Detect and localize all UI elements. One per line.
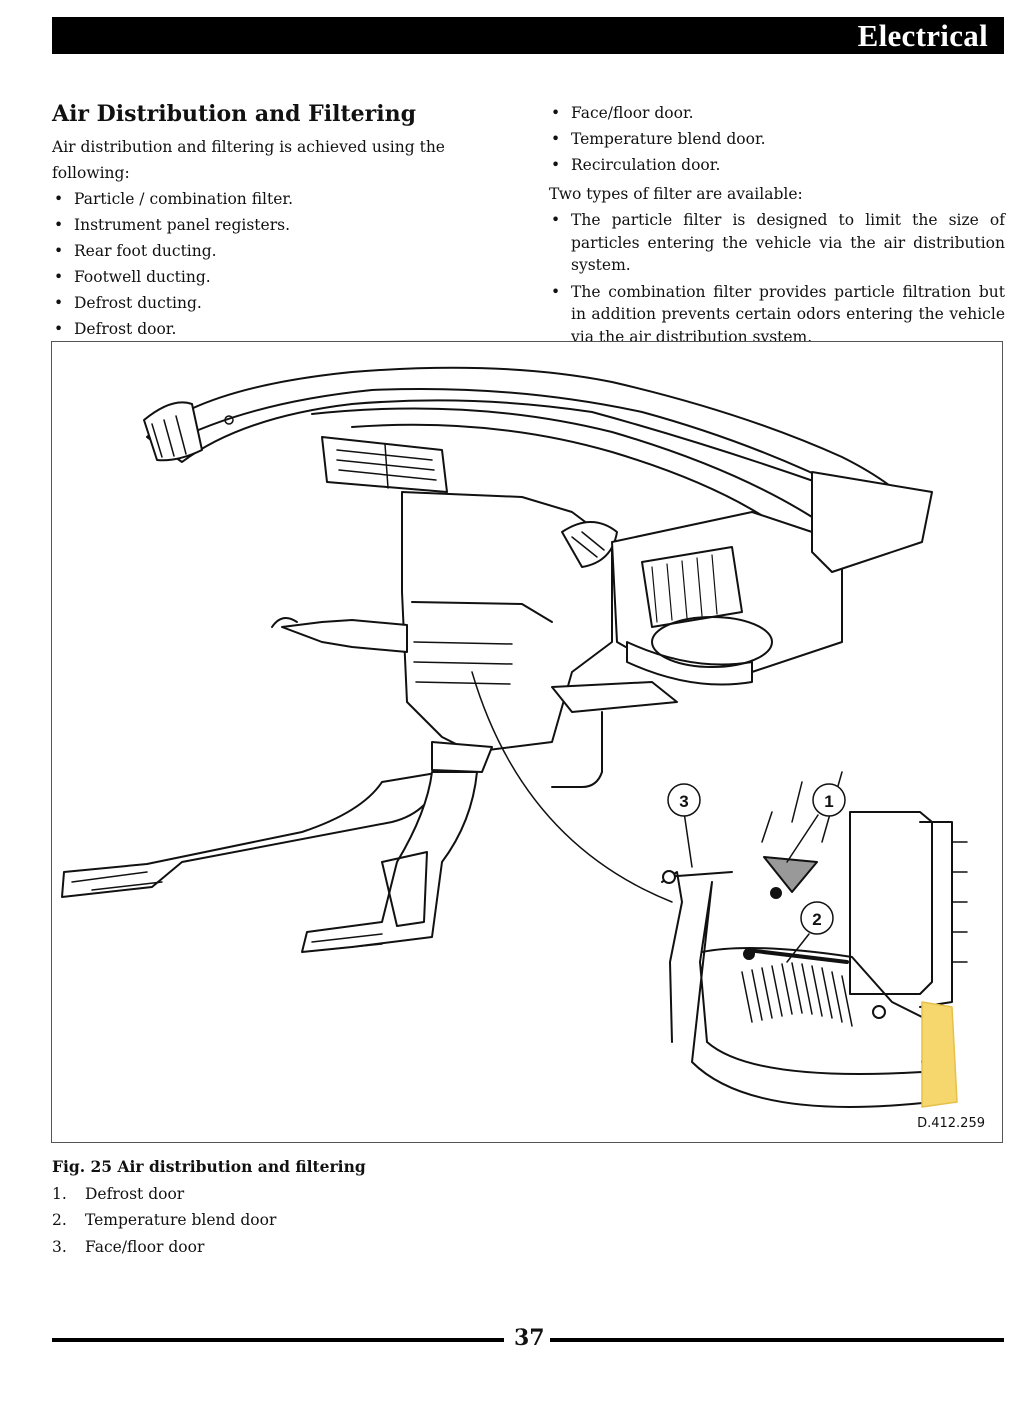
legend-item: 2. Temperature blend door — [52, 1207, 366, 1234]
callout-3-leader — [683, 811, 693, 868]
highlight-mark — [921, 1001, 958, 1108]
header-bar: Electrical — [52, 17, 1004, 54]
legend-label: Defrost door — [85, 1184, 185, 1203]
list-item: Footwell ducting. — [52, 264, 522, 290]
figure-reference: D.412.259 — [917, 1116, 985, 1131]
callout-1-leader — [786, 814, 819, 863]
right-column: Face/floor door. Temperature blend door.… — [549, 100, 1005, 352]
hvac-illustration: 3 1 2 — [61, 366, 968, 1108]
list-item: Rear foot ducting. — [52, 238, 522, 264]
panel-right-end — [811, 471, 933, 573]
list-item: Particle / combination filter. — [52, 186, 522, 212]
figure-caption: Fig. 25 Air distribution and filtering 1… — [52, 1154, 366, 1260]
legend-number: 1. — [52, 1184, 67, 1203]
chapter-title: Electrical — [857, 18, 988, 53]
footwell-ducting — [61, 741, 493, 953]
legend-item: 3. Face/floor door — [52, 1234, 366, 1261]
callout-2: 2 — [800, 901, 834, 935]
component-list-continued: Face/floor door. Temperature blend door.… — [549, 100, 1005, 178]
side-pipe — [271, 617, 678, 788]
list-item: The particle filter is designed to limit… — [549, 209, 1005, 277]
legend-number: 3. — [52, 1237, 67, 1256]
page-number: 37 — [514, 1325, 545, 1351]
legend-label: Temperature blend door — [85, 1211, 277, 1229]
caption-title: Fig. 25 Air distribution and filtering — [52, 1157, 366, 1176]
hvac-housing — [401, 491, 618, 753]
footer-rule-right — [550, 1338, 1004, 1342]
callout-label: 3 — [679, 792, 688, 811]
door-detail — [661, 771, 968, 1108]
list-item: The combination filter provides particle… — [549, 281, 1005, 349]
list-item: Recirculation door. — [549, 152, 1005, 178]
legend-number: 2. — [52, 1211, 67, 1229]
blower-assembly — [611, 511, 843, 686]
callout-2-leader — [786, 933, 810, 963]
list-item: Face/floor door. — [549, 100, 1005, 126]
list-item: Defrost door. — [52, 316, 522, 342]
footer-rule-left — [52, 1338, 504, 1342]
callout-label: 2 — [812, 910, 821, 929]
centre-register — [321, 436, 448, 493]
callout-3: 3 — [667, 783, 701, 817]
page-footer: 37 — [52, 1325, 1004, 1355]
list-item: Instrument panel registers. — [52, 212, 522, 238]
component-list: Particle / combination filter. Instrumen… — [52, 186, 522, 342]
section-title: Air Distribution and Filtering — [52, 101, 416, 127]
list-item: Temperature blend door. — [549, 126, 1005, 152]
figure-25: 3 1 2 D.412.259 — [51, 341, 1003, 1143]
left-column: Air Distribution and Filtering Air distr… — [52, 100, 522, 342]
intro-text: Air distribution and filtering is achiev… — [52, 138, 445, 182]
callout-1: 1 — [812, 783, 846, 817]
callout-label: 1 — [824, 792, 833, 811]
leader-line — [471, 671, 673, 903]
list-item: Defrost ducting. — [52, 290, 522, 316]
filter-types-intro: Two types of filter are available: — [549, 185, 803, 203]
filter-types-list: The particle filter is designed to limit… — [549, 209, 1005, 348]
legend-item: 1. Defrost door — [52, 1181, 366, 1208]
legend-label: Face/floor door — [85, 1237, 205, 1256]
